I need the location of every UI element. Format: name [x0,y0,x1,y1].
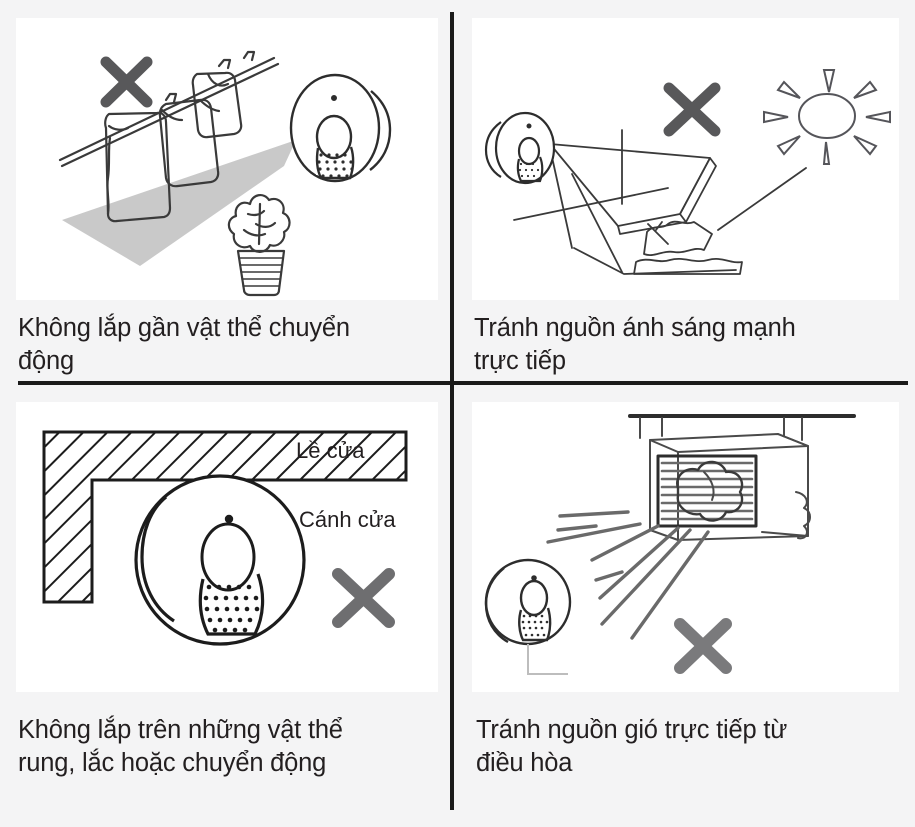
cross-mark-icon [663,82,721,137]
horizontal-divider [18,381,908,385]
panel-caption: Tránh nguồn ánh sáng mạnh trực tiếp [474,314,796,375]
motion-sensor-icon [289,73,392,183]
cross-mark-icon [674,618,732,674]
illustration-clothesline-plant-sensor [16,18,438,300]
panel-air-conditioner: Tránh nguồn gió trực tiếp từ điều hòa [454,386,915,827]
panel-door-frame: Lề cửa Cánh cửa Không lắp trên những vật… [0,386,452,827]
illustration-door-frame-sensor: Lề cửa Cánh cửa [16,402,438,692]
door-leaf-label: Cánh cửa [299,507,396,532]
airflow-lines [546,510,710,640]
vertical-divider [450,12,454,810]
panel-sunlight: Tránh nguồn ánh sáng mạnh trực tiếp [454,0,915,383]
hatched-door-frame [42,430,408,604]
panel-caption: Không lắp trên những vật thể rung, lắc h… [18,716,343,777]
cross-mark-icon [332,568,395,628]
illustration-direct-sunlight-sensor [472,18,899,300]
panel-caption: Tránh nguồn gió trực tiếp từ điều hòa [476,716,788,777]
motion-sensor-icon [484,558,572,675]
panel-caption: Không lắp gần vật thể chuyển động [18,314,350,375]
cross-mark-icon [100,56,153,108]
sun-icon [763,69,891,165]
motion-sensor-icon [484,111,556,185]
motion-sensor-icon [134,474,306,646]
panel-clothesline: Không lắp gần vật thể chuyển động [0,0,452,383]
illustration-air-conditioner-sensor [472,402,899,692]
door-frame-label: Lề cửa [296,438,365,463]
